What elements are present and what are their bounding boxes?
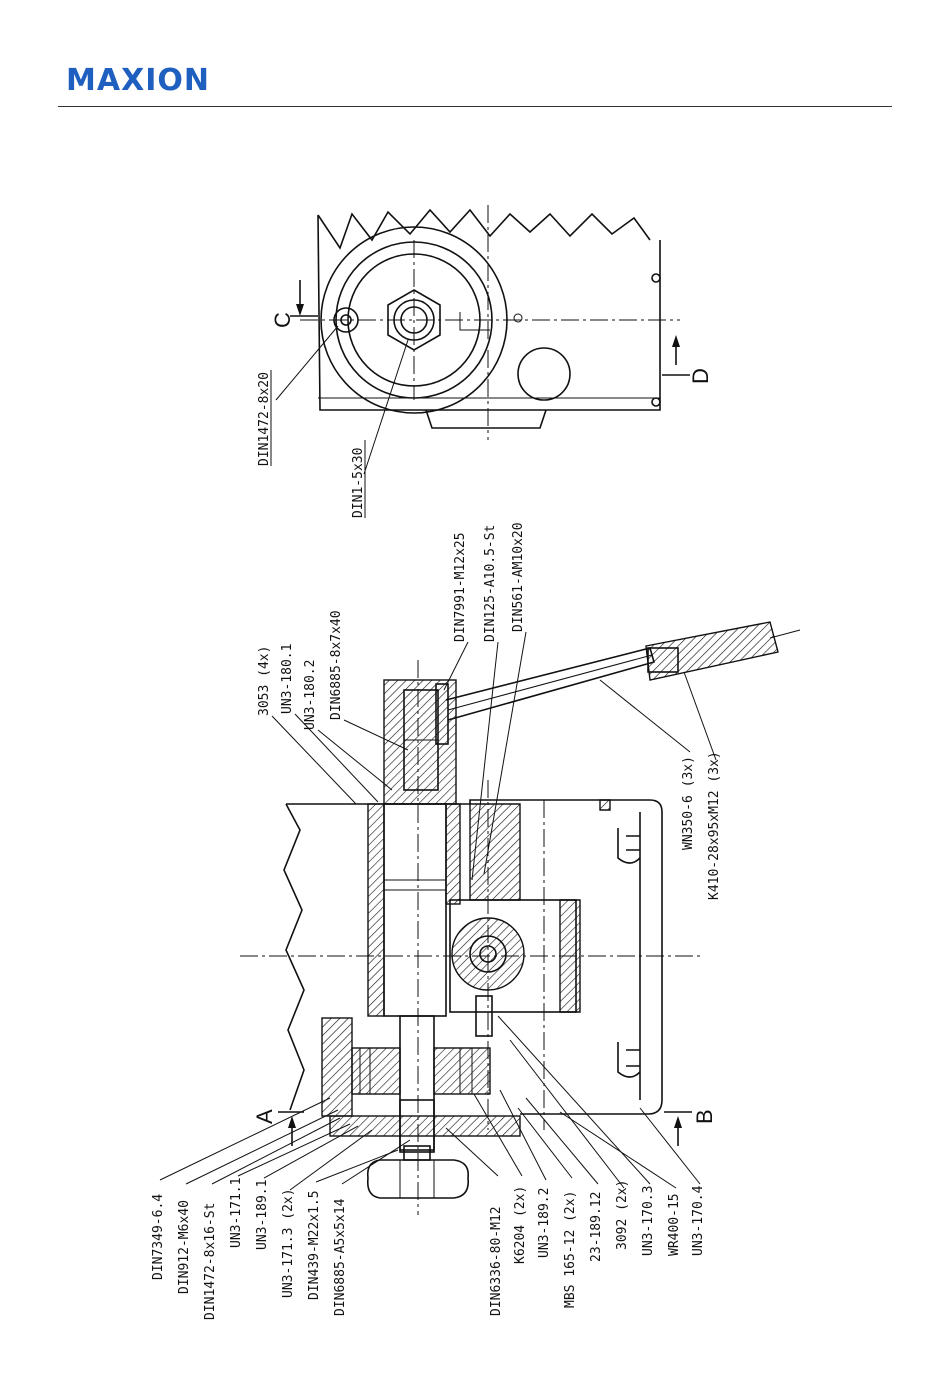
- label-din1472-8x16: DIN1472-8x16-St: [203, 1203, 218, 1320]
- label-un3-180-1: UN3-180.1: [280, 644, 295, 714]
- label-un3-170-4: UN3-170.4: [691, 1185, 706, 1256]
- label-din912: DIN912-M6x40: [177, 1200, 192, 1294]
- label-din439: DIN439-M22x1.5: [307, 1190, 322, 1300]
- section-marker-d: D: [688, 368, 713, 384]
- label-din125: DIN125-A10.5-St: [483, 525, 498, 642]
- label-3053: 3053 (4x): [257, 646, 272, 716]
- label-mbs165: MBS 165-12 (2x): [563, 1191, 578, 1308]
- label-din1-5x30: DIN1-5x30: [351, 448, 366, 518]
- label-un3-171-1: UN3-171.1: [229, 1178, 244, 1248]
- label-wr400: WR400-15: [667, 1193, 682, 1256]
- label-din6885-8x7x40: DIN6885-8x7x40: [329, 610, 344, 720]
- label-un3-170-3: UN3-170.3: [641, 1186, 656, 1256]
- label-un3-171-3: UN3-171.3 (2x): [281, 1188, 296, 1298]
- top-view: [275, 205, 690, 475]
- label-un3-189-1: UN3-189.1: [255, 1180, 270, 1250]
- label-un3-180-2: UN3-180.2: [303, 660, 318, 730]
- label-k6204: K6204 (2x): [513, 1186, 528, 1264]
- section-marker-a: A: [252, 1109, 277, 1124]
- label-din6885-a: DIN6885-A5x5x14: [333, 1198, 348, 1316]
- label-23-189-12: 23-189.12: [589, 1192, 604, 1262]
- upper-leaders: [271, 631, 717, 881]
- label-un3-189-2: UN3-189.2: [537, 1188, 552, 1258]
- label-din7349: DIN7349-6.4: [151, 1194, 166, 1280]
- lower-leaders: [159, 1015, 701, 1191]
- header-divider: [58, 106, 892, 107]
- label-din7991: DIN7991-M12x25: [453, 532, 468, 642]
- label-din6336: DIN6336-80-M12: [489, 1206, 504, 1316]
- section-marker-b: B: [692, 1109, 717, 1124]
- label-k410: K410-28x95xM12 (3x): [707, 751, 722, 900]
- maxion-logo: MAXION: [66, 63, 210, 98]
- label-wn350: WN350-6 (3x): [681, 756, 696, 850]
- label-din1472-8x20: DIN1472-8x20: [257, 372, 272, 466]
- label-3092: 3092 (2x): [615, 1180, 630, 1250]
- label-din561: DIN561-AM10x20: [511, 522, 526, 632]
- section-marker-c: C: [270, 312, 295, 328]
- section-view: [240, 621, 801, 1215]
